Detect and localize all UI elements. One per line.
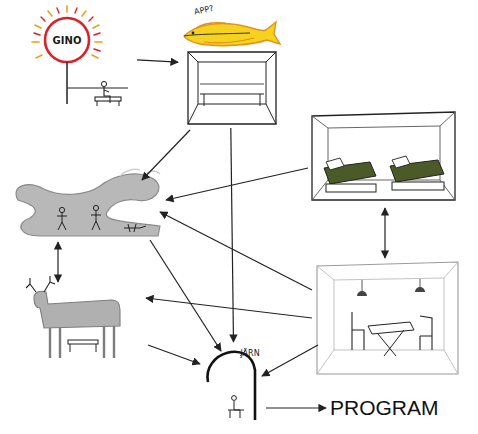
sketch-note: GINO <box>53 35 82 46</box>
sketch-node: JÄRN <box>198 342 270 424</box>
moose-sketch <box>26 276 120 358</box>
fish-shelter-sketch <box>184 22 280 124</box>
sketch-note: JÄRN <box>240 350 259 359</box>
arrow-connector <box>231 128 234 342</box>
bed-box-sketch <box>312 112 455 200</box>
sketch-note: APP? <box>194 5 215 18</box>
dragon-sketch <box>16 169 160 236</box>
sign-sketch <box>32 6 128 106</box>
arrow-connector <box>137 60 178 62</box>
program-label: PROGRAM <box>330 396 439 419</box>
sketch-node: APP? <box>178 2 282 128</box>
sketch-arrows <box>58 130 385 408</box>
cafe-box-sketch <box>317 262 458 374</box>
sketch-node: GINO <box>33 6 137 108</box>
arch-sketch <box>207 350 255 420</box>
